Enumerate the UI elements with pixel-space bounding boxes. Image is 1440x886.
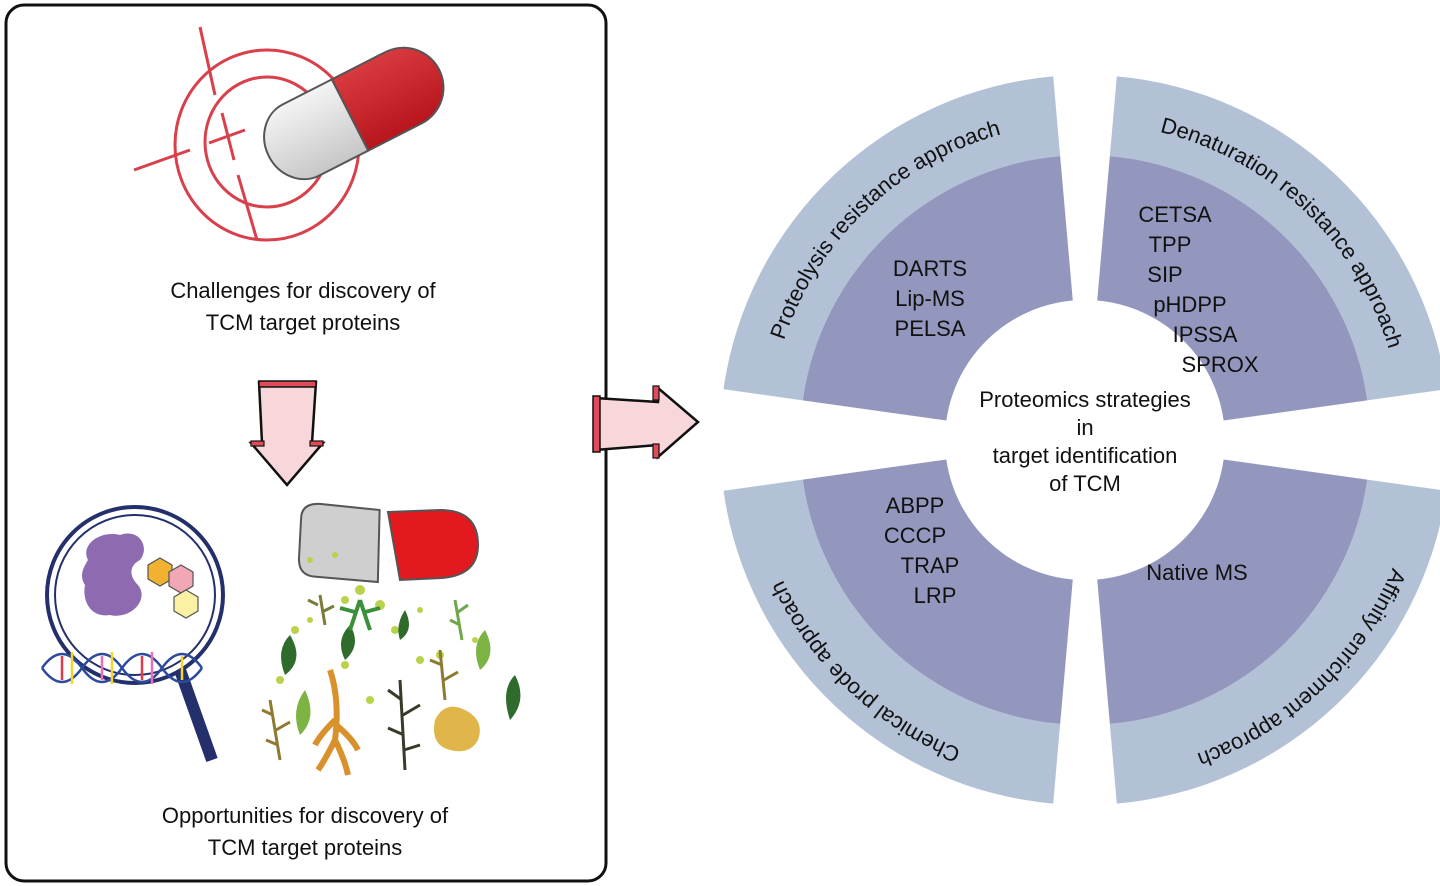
center-title-line: Proteomics strategies bbox=[979, 387, 1191, 412]
center-title-line: of TCM bbox=[1049, 471, 1121, 496]
method-label: CETSA bbox=[1138, 202, 1212, 227]
method-label: SPROX bbox=[1181, 352, 1258, 377]
dna-icon bbox=[40, 652, 204, 684]
target-crosshair-icon bbox=[133, 26, 361, 242]
inner-ring-top-left bbox=[802, 156, 1073, 421]
challenges-caption-line1: Challenges for discovery of bbox=[170, 278, 436, 303]
method-label: Lip-MS bbox=[895, 286, 965, 311]
outer-ring-bottom-left bbox=[723, 479, 1061, 804]
method-label: DARTS bbox=[893, 256, 967, 281]
center-title-line: in bbox=[1076, 415, 1093, 440]
herbs-icon bbox=[261, 552, 521, 776]
outer-ring-bottom-right bbox=[1109, 479, 1440, 804]
method-label: SIP bbox=[1147, 262, 1182, 287]
outer-ring-top-left bbox=[723, 76, 1061, 401]
right-arrow-icon bbox=[592, 385, 700, 460]
method-label: CCCP bbox=[884, 523, 946, 548]
method-label: Native MS bbox=[1146, 560, 1247, 585]
inner-ring-bottom-left bbox=[802, 459, 1073, 724]
hexagon-molecule-icon bbox=[147, 557, 199, 619]
inner-ring-bottom-right bbox=[1097, 459, 1368, 724]
down-arrow-icon bbox=[248, 380, 326, 487]
protein-icon bbox=[81, 533, 144, 616]
method-label: LRP bbox=[914, 583, 957, 608]
method-label: ABPP bbox=[886, 493, 945, 518]
outer-ring-top-right bbox=[1109, 76, 1440, 401]
method-label: TPP bbox=[1149, 232, 1192, 257]
opportunities-caption-line1: Opportunities for discovery of bbox=[162, 803, 449, 828]
opportunities-caption-line2: TCM target proteins bbox=[208, 835, 402, 860]
method-label: pHDPP bbox=[1153, 292, 1226, 317]
open-capsule-icon bbox=[298, 502, 480, 584]
center-title-line: target identification bbox=[993, 443, 1178, 468]
challenges-caption-line2: TCM target proteins bbox=[206, 310, 400, 335]
method-label: TRAP bbox=[901, 553, 960, 578]
capsule-icon bbox=[263, 46, 445, 181]
method-label: PELSA bbox=[895, 316, 966, 341]
strategy-wheel: Proteolysis resistance approachDARTSLip-… bbox=[723, 76, 1440, 804]
method-label: IPSSA bbox=[1173, 322, 1238, 347]
inner-ring-top-right bbox=[1097, 156, 1368, 421]
